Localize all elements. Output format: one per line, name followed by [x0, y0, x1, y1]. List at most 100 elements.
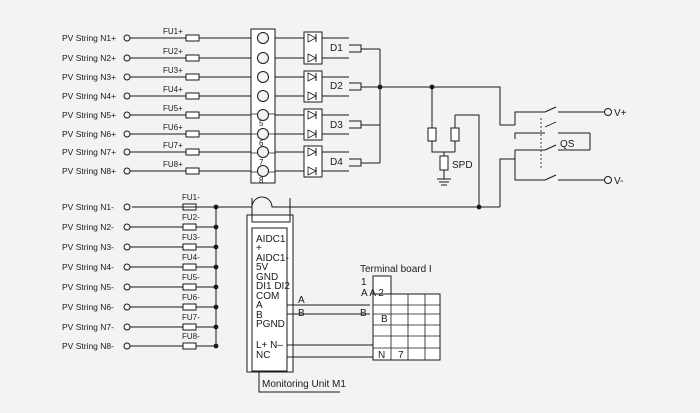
- fuse-pos-label: FU8+: [163, 160, 183, 169]
- terminal-board: [372, 275, 441, 361]
- fuse-pos-label: FU3+: [163, 66, 183, 75]
- fuse-pos: [185, 167, 200, 175]
- pv-string-neg-terminal: [123, 203, 131, 211]
- wire-label-b: B: [298, 308, 305, 319]
- diode-pair-frame: [303, 108, 323, 141]
- terminal-board-row-2: A A 2: [361, 288, 384, 299]
- pv-string-pos-label: PV String N3+: [62, 72, 116, 82]
- pv-string-neg-terminal: [123, 243, 131, 251]
- fuse-pos-label: FU4+: [163, 85, 183, 94]
- fuse-pos: [185, 54, 200, 62]
- output-negative-label: V-: [614, 176, 623, 187]
- pv-string-neg-label: PV String N6-: [62, 302, 114, 312]
- terminal-number-5: 5: [259, 119, 264, 128]
- fuse-pos-label: FU1+: [163, 27, 183, 36]
- terminal-number-8: 8: [259, 176, 264, 185]
- pv-string-neg-label: PV String N8-: [62, 341, 114, 351]
- fuse-neg-label: FU3-: [182, 233, 200, 242]
- strip-contact: [257, 165, 269, 177]
- pv-string-neg-label: PV String N3-: [62, 242, 114, 252]
- fuse-neg-label: FU7-: [182, 313, 200, 322]
- diode: [307, 147, 317, 157]
- strip-contact: [257, 52, 269, 64]
- communication-wiring: [287, 304, 373, 358]
- output-positive-label: V+: [614, 108, 627, 119]
- pv-string-pos-terminal: [123, 54, 131, 62]
- fuse-pos-label: FU2+: [163, 47, 183, 56]
- pv-string-pos-label: PV String N1+: [62, 33, 116, 43]
- fuse-pos: [185, 111, 200, 119]
- pv-string-neg-label: PV String N5-: [62, 282, 114, 292]
- monitoring-unit-pin: GND: [256, 272, 278, 283]
- monitoring-unit-pin: PGND: [256, 319, 285, 330]
- diode: [307, 110, 317, 120]
- diode: [307, 129, 317, 139]
- pv-string-pos-label: PV String N7+: [62, 147, 116, 157]
- fuse-neg-label: FU6-: [182, 293, 200, 302]
- pv-string-neg-terminal: [123, 223, 131, 231]
- fuse-neg-label: FU5-: [182, 273, 200, 282]
- fuse-neg: [182, 303, 197, 311]
- monitoring-unit-pin: +: [256, 243, 262, 254]
- diode: [307, 91, 317, 101]
- pv-string-neg-label: PV String N7-: [62, 322, 114, 332]
- fuse-pos-label: FU6+: [163, 123, 183, 132]
- fuse-pos: [185, 148, 200, 156]
- diode: [307, 166, 317, 176]
- monitoring-unit-pin: B: [256, 310, 263, 321]
- pv-string-pos-terminal: [123, 34, 131, 42]
- pv-string-pos-terminal: [123, 130, 131, 138]
- fuse-neg: [182, 283, 197, 291]
- diode-pair-frame: [303, 70, 323, 103]
- fuse-pos: [185, 130, 200, 138]
- fuse-neg-label: FU2-: [182, 213, 200, 222]
- pv-string-neg-terminal: [123, 323, 131, 331]
- fuse-pos: [185, 73, 200, 81]
- terminal-number-7: 7: [259, 158, 264, 167]
- diode: [307, 72, 317, 82]
- pv-string-neg-label: PV String N4-: [62, 262, 114, 272]
- pv-string-pos-terminal: [123, 111, 131, 119]
- fuse-neg: [182, 342, 197, 350]
- fuse-pos-label: FU7+: [163, 141, 183, 150]
- terminal-board-row-n: N: [378, 350, 385, 361]
- fuse-neg: [182, 263, 197, 271]
- pv-string-pos-label: PV String N6+: [62, 129, 116, 139]
- diode-label-d1: D1: [330, 43, 343, 54]
- diode-label-d4: D4: [330, 157, 343, 168]
- fuse-pos: [185, 92, 200, 100]
- fuse-neg: [182, 223, 197, 231]
- fuse-pos: [185, 34, 200, 42]
- pv-string-pos-terminal: [123, 92, 131, 100]
- pv-string-pos-terminal: [123, 167, 131, 175]
- fuse-neg: [182, 323, 197, 331]
- pv-string-pos-label: PV String N4+: [62, 91, 116, 101]
- pv-string-pos-terminal: [123, 73, 131, 81]
- diode-label-d3: D3: [330, 120, 343, 131]
- pv-string-neg-terminal: [123, 283, 131, 291]
- diode-array: [303, 31, 349, 178]
- terminal-board-row-1: 1: [361, 277, 367, 288]
- monitoring-unit-title: Monitoring Unit M1: [262, 379, 346, 390]
- diode: [307, 33, 317, 43]
- strip-contact: [257, 32, 269, 44]
- wire-label-a: A: [298, 295, 305, 306]
- diode-label-d2: D2: [330, 81, 343, 92]
- monitoring-unit-pin: DI1 DI2: [256, 281, 290, 292]
- wire-label-b-board: B: [360, 308, 367, 319]
- spd-label: SPD: [452, 160, 473, 171]
- pv-string-neg-label: PV String N2-: [62, 222, 114, 232]
- monitoring-unit-body: [246, 214, 294, 373]
- terminal-board-row-7: 7: [398, 350, 404, 361]
- pv-string-neg-terminal: [123, 303, 131, 311]
- pv-string-pos-label: PV String N8+: [62, 166, 116, 176]
- pv-string-neg-terminal: [123, 263, 131, 271]
- strip-contact: [257, 146, 269, 158]
- terminal-board-title: Terminal board I: [360, 264, 432, 275]
- strip-contact: [257, 109, 269, 121]
- terminal-board-row-b: B: [381, 314, 388, 325]
- monitoring-unit-pin: A: [256, 300, 263, 311]
- pv-string-pos-label: PV String N5+: [62, 110, 116, 120]
